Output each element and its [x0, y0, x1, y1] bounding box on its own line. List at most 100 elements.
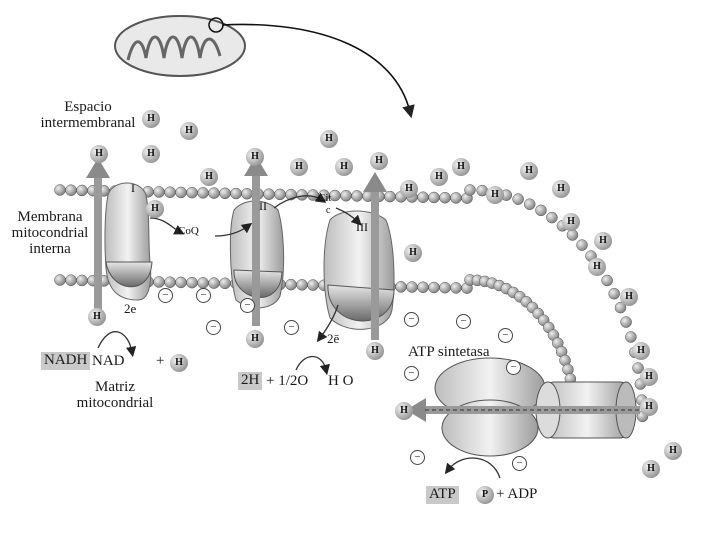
proton-ion: H — [562, 213, 580, 231]
negative-charge-icon: − — [284, 320, 299, 335]
membrane-bead — [165, 187, 176, 198]
membrane-bead — [352, 190, 363, 201]
proton-ion: H — [180, 122, 198, 140]
proton-ion: H — [88, 308, 106, 326]
negative-charge-icon: − — [456, 314, 471, 329]
proton-ion: H — [142, 110, 160, 128]
proton-ion: H — [552, 180, 570, 198]
coq-label: CoQ — [178, 225, 199, 237]
matrix-label: Matriz mitocondrial — [60, 380, 170, 412]
negative-charge-icon: − — [506, 360, 521, 375]
cytochrome-c-label: Cit — [318, 192, 331, 204]
proton-ion: H — [290, 158, 308, 176]
complex-1-shape — [105, 183, 152, 300]
plus-label: + — [156, 354, 164, 370]
membrane-bead — [231, 188, 242, 199]
membrane-bead — [602, 275, 613, 286]
proton-ion: H — [370, 152, 388, 170]
atp-label: ATP — [426, 486, 459, 504]
membrane-bead — [297, 189, 308, 200]
membrane-bead — [154, 276, 165, 287]
proton-ion: H — [640, 368, 658, 386]
proton-icon: H — [170, 354, 188, 372]
proton-ion: H — [452, 158, 470, 176]
proton-ion: H — [400, 180, 418, 198]
water-mid-label: + 1/2O — [266, 374, 308, 390]
membrane-bead — [66, 185, 77, 196]
membrane-bead — [66, 275, 77, 286]
proton-ion: H — [486, 186, 504, 204]
complex-3-label: III — [356, 220, 368, 235]
atp-synthase-label: ATP sintetasa — [408, 345, 490, 361]
membrane-bead — [385, 191, 396, 202]
membrane-bead — [176, 187, 187, 198]
negative-charge-icon: − — [158, 288, 173, 303]
membrane-bead — [396, 281, 407, 292]
proton-ion: H — [90, 145, 108, 163]
phosphate-icon: P — [476, 486, 494, 504]
membrane-bead — [440, 282, 451, 293]
proton-ion: H — [146, 200, 164, 218]
membrane-bead — [567, 229, 578, 240]
membrane-bead — [154, 186, 165, 197]
membrane-bead — [55, 275, 66, 286]
membrane-bead — [513, 194, 524, 205]
adp-label: + ADP — [496, 487, 537, 503]
proton-ion: H — [664, 442, 682, 460]
negative-charge-icon: − — [404, 312, 419, 327]
cytochrome-c-sub-label: c — [326, 205, 330, 216]
membrane-bead — [429, 192, 440, 203]
electron-path — [98, 196, 500, 478]
proton-ion: H — [395, 402, 413, 420]
electrons-label-2: 2ē — [327, 332, 339, 346]
complex-1-label: I — [131, 181, 135, 196]
proton-ion: H — [640, 398, 658, 416]
inner-membrane-label: Membrana mitocondrial interna — [2, 210, 98, 257]
proton-ion: H — [366, 342, 384, 360]
proton-ion: H — [142, 145, 160, 163]
negative-charge-icon: − — [512, 456, 527, 471]
membrane-bead — [165, 277, 176, 288]
proton-ion: H — [594, 232, 612, 250]
membrane-bead — [55, 185, 66, 196]
proton-ion: H — [588, 258, 606, 276]
proton-ion: H — [520, 162, 538, 180]
proton-ion: H — [642, 460, 660, 478]
negative-charge-icon: − — [196, 288, 211, 303]
negative-charge-icon: − — [240, 298, 255, 313]
membrane-bead — [198, 187, 209, 198]
water-rhs-label: H O — [328, 374, 353, 390]
membrane-bead — [77, 185, 88, 196]
zoom-arrow — [222, 24, 410, 112]
membrane-bead — [577, 240, 588, 251]
membrane-bead — [418, 192, 429, 203]
membrane-bead — [609, 288, 620, 299]
negative-charge-icon: − — [498, 328, 513, 343]
membrane-bead — [440, 192, 451, 203]
nadh-label: NADH — [41, 352, 90, 370]
membrane-bead — [546, 212, 557, 223]
proton-ion: H — [632, 342, 650, 360]
negative-charge-icon: − — [410, 450, 425, 465]
membrane-bead — [535, 205, 546, 216]
membrane-bead — [220, 188, 231, 199]
membrane-bead — [209, 278, 220, 289]
membrane-bead — [451, 192, 462, 203]
membrane-bead — [176, 277, 187, 288]
proton-ion: H — [200, 168, 218, 186]
negative-charge-icon: − — [404, 366, 419, 381]
membrane-bead — [220, 278, 231, 289]
membrane-bead — [275, 189, 286, 200]
water-lhs-label: 2H — [238, 372, 262, 390]
membrane-bead — [308, 190, 319, 201]
membrane-bead — [621, 317, 632, 328]
membrane-bead — [451, 282, 462, 293]
proton-ion: H — [320, 130, 338, 148]
membrane-bead — [242, 188, 253, 199]
membrane-bead — [524, 199, 535, 210]
membrane-bead — [297, 279, 308, 290]
membrane-bead — [187, 277, 198, 288]
membrane-bead — [209, 188, 220, 199]
